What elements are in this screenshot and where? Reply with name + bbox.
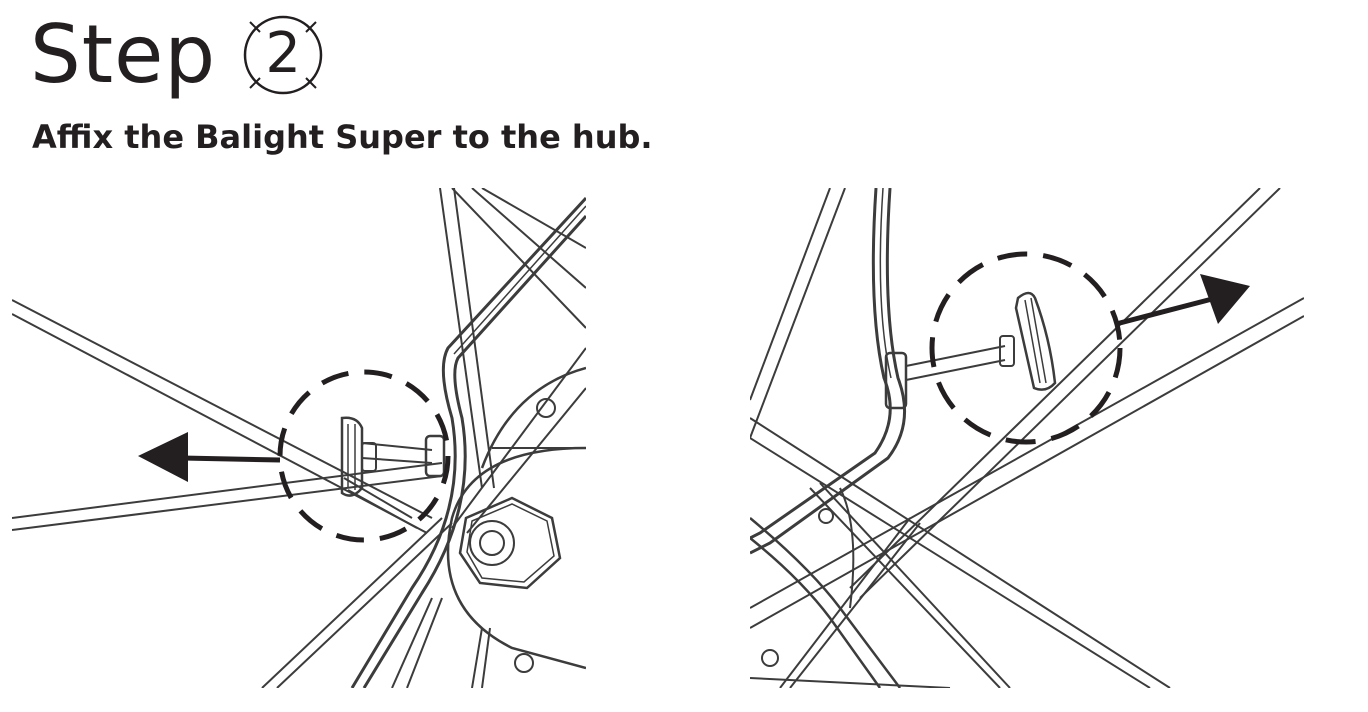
hub-illustration-right-icon: [750, 188, 1304, 688]
step-badge-circle-icon: [243, 15, 323, 95]
step-heading: Step 2: [30, 0, 326, 110]
step-number-badge: 2: [240, 12, 326, 98]
instruction-text: Affix the Balight Super to the hub.: [32, 118, 653, 156]
step-number: 2: [265, 21, 301, 86]
step-word: Step: [30, 8, 217, 101]
illustration-left: [12, 188, 586, 688]
illustration-right: [750, 188, 1304, 688]
hub-illustration-left-icon: [12, 188, 586, 688]
